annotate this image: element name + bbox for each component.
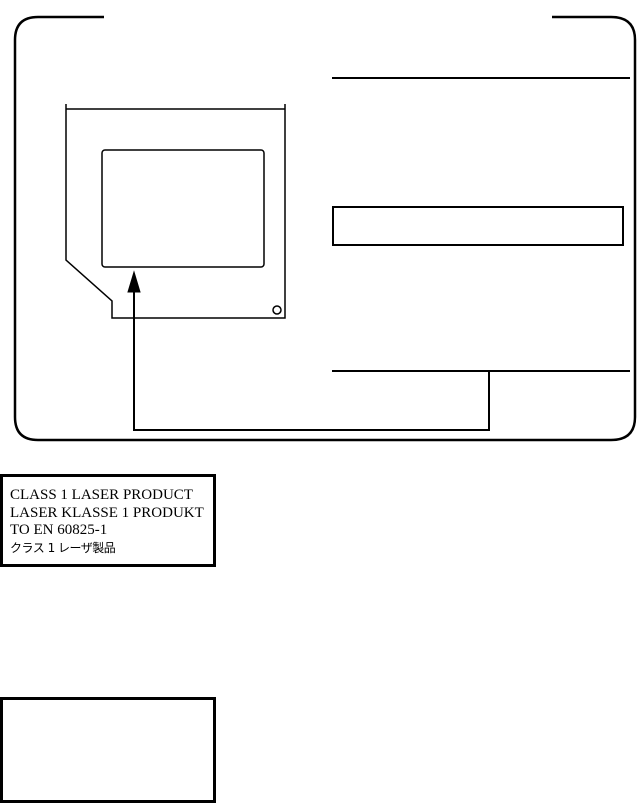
laser-class-label: CLASS 1 LASER PRODUCT LASER KLASSE 1 PRO… xyxy=(0,474,216,567)
drive-label-location-diagram xyxy=(13,15,637,442)
arrowhead xyxy=(127,270,141,293)
label-line-4: クラス 1 レーザ製品 xyxy=(10,540,116,555)
drive-outline xyxy=(65,104,286,319)
label-line-2: LASER KLASSE 1 PRODUKT xyxy=(10,504,204,521)
leader-line xyxy=(133,290,490,431)
blank-label-box xyxy=(0,697,216,803)
callout-box xyxy=(332,206,624,246)
drive-eject-hole xyxy=(272,305,282,315)
label-line-3: TO EN 60825-1 xyxy=(10,522,108,538)
drive-label-area xyxy=(101,149,265,268)
label-line-1: CLASS 1 LASER PRODUCT xyxy=(10,487,193,503)
outer-frame xyxy=(13,15,637,442)
